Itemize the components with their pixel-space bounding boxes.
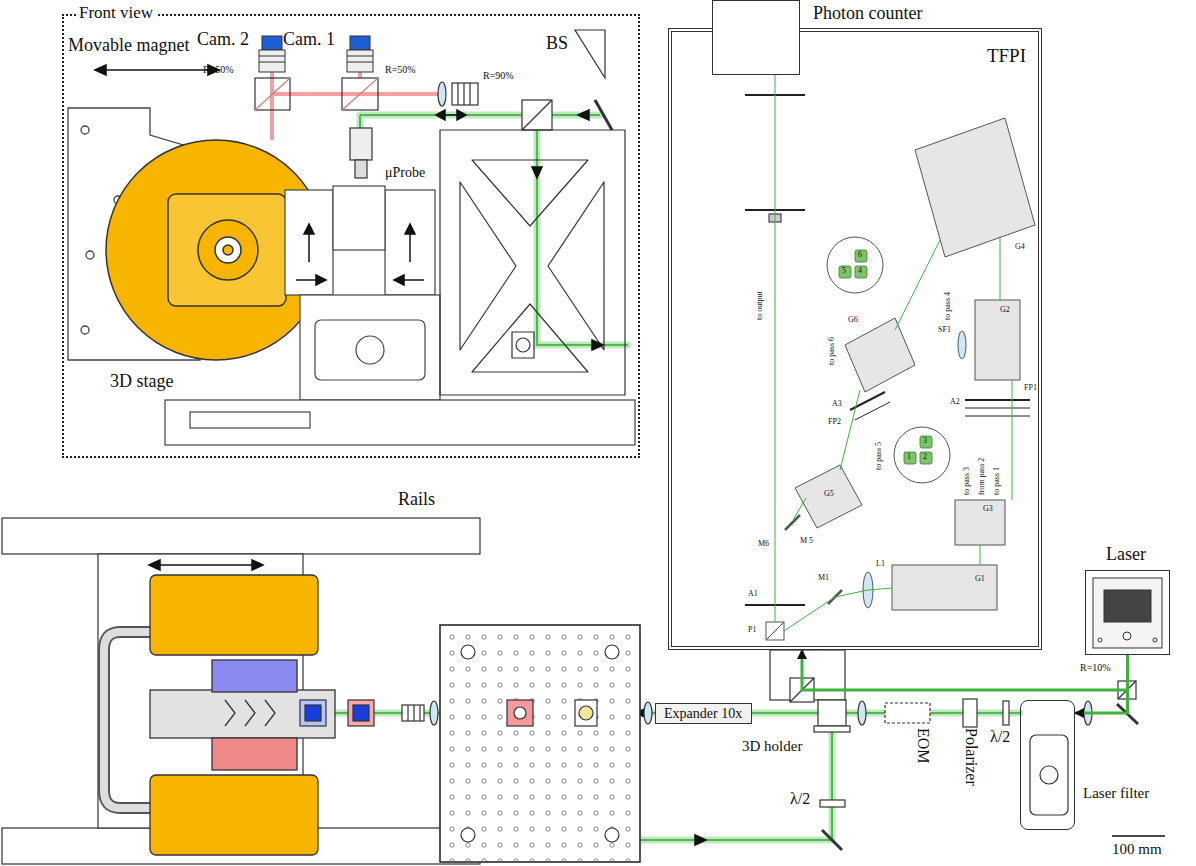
part-label: R=50% (385, 64, 416, 75)
green-beam-halo (326, 115, 1020, 840)
part-label: to pass 4 (944, 292, 953, 320)
part-label: EOM (914, 728, 932, 764)
part-label: FP2 (828, 418, 841, 427)
laser-box: Laser (1085, 570, 1170, 655)
part-label: from pass 2 (978, 458, 987, 495)
part-label: G3 (983, 505, 993, 514)
part-label: 5 (809, 537, 813, 546)
node-label: Front view (76, 4, 156, 23)
part-label: G4 (1015, 243, 1025, 252)
part-label: R=10% (1080, 662, 1111, 673)
part-label: M1 (818, 574, 829, 583)
part-label: 5 (842, 267, 846, 276)
instrument-box: TFPI (668, 28, 1042, 650)
sample-optics (300, 700, 597, 726)
part-label: to pass 1 (993, 467, 1002, 495)
magnet-coils (150, 575, 335, 855)
part-label: λ/2 (790, 790, 810, 808)
tfpi-mount (770, 650, 845, 702)
part-label: BS (546, 34, 568, 54)
tfpi-beams (775, 40, 1012, 631)
part-label: 3D stage (108, 372, 175, 392)
arrow-double (95, 65, 219, 75)
part-label: 3 (923, 437, 927, 446)
part-label: G2 (1000, 306, 1010, 315)
part-label: 6 (858, 251, 862, 260)
part-label: to pass 6 (828, 337, 837, 365)
part-label: 2 (923, 453, 927, 462)
part-label: Polarizer (962, 728, 980, 786)
part-label: 1 (907, 453, 911, 462)
panel (440, 130, 625, 395)
breadboard (440, 625, 640, 862)
part-label: P1 (748, 626, 756, 635)
node-label: Laser filter (1083, 785, 1149, 802)
tfpi-apertures (745, 95, 1030, 605)
node-label: Expander 10x (664, 706, 742, 721)
tfpi-optics (766, 118, 1035, 640)
part-label: Rails (398, 490, 435, 510)
part-label: M6 (758, 540, 769, 549)
part-label: 4 (858, 267, 862, 276)
part-label: G1 (975, 575, 985, 584)
tfpi-marker-squares (839, 250, 932, 464)
detector-box: Photon counter (712, 0, 800, 75)
part-label: μProbe (385, 165, 425, 180)
part-label: SF1 (938, 326, 951, 335)
node-label: TFPI (987, 46, 1026, 67)
part-label: M (800, 537, 807, 546)
part-label: R=50% (203, 64, 234, 75)
part-label: G5 (824, 490, 834, 499)
part-label: to pass 5 (875, 442, 884, 470)
beam-splitter-cubes (255, 78, 478, 110)
part-label: 100 mm (1112, 841, 1162, 858)
part-label: to output (756, 291, 765, 320)
part-label: G6 (848, 316, 858, 325)
laser-drawing (1093, 578, 1162, 648)
part-label: FP1 (1024, 384, 1037, 393)
node-label: Photon counter (813, 4, 923, 24)
part-label: A3 (832, 400, 842, 409)
part-label: Cam. 1 (283, 30, 335, 50)
rails (2, 518, 480, 864)
part-label: L1 (876, 560, 885, 569)
beam-connector (1075, 655, 1128, 713)
node-label: Laser (1106, 545, 1146, 565)
part-label: Cam. 2 (197, 30, 249, 50)
green-beam-core (326, 115, 1020, 840)
stage-arrows (296, 224, 424, 285)
part-label: R=90% (483, 70, 514, 81)
part-label: A2 (950, 398, 960, 407)
yoke (104, 632, 150, 808)
part-label: to pass 3 (963, 467, 972, 495)
beam-connector (802, 650, 1128, 690)
expander-tube: Expander 10x (655, 703, 752, 724)
part-label: A1 (748, 590, 758, 599)
filter-box: Laser filter (1020, 700, 1075, 830)
arrow-double (149, 560, 263, 570)
part-label: Movable magnet (68, 36, 189, 56)
part-label: 3D holder (742, 738, 802, 755)
part-label: λ/2 (990, 728, 1010, 746)
scale-bar (1112, 835, 1165, 837)
